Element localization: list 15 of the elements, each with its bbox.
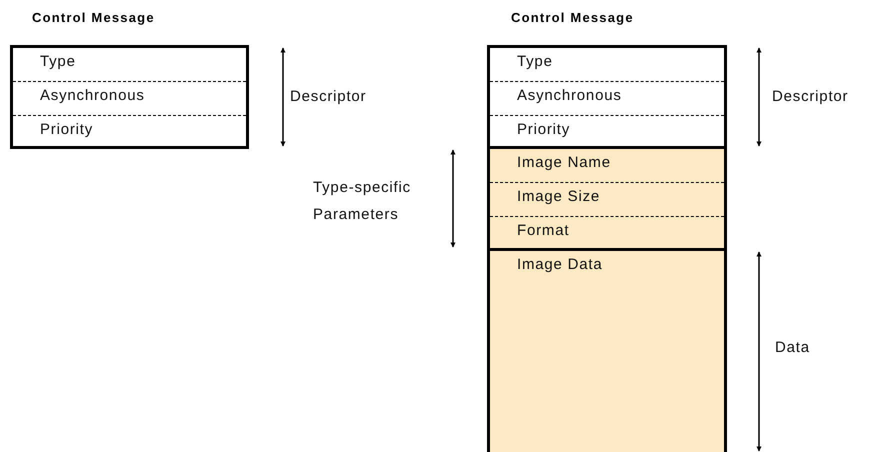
field-row: Asynchronous xyxy=(13,82,246,116)
field-row: Type xyxy=(13,48,246,82)
field-row: Priority xyxy=(13,116,246,146)
field-row: Image Data xyxy=(490,251,724,452)
field-row: Image Name xyxy=(490,149,724,183)
field-row: Type xyxy=(490,48,724,82)
section-label: Data xyxy=(775,338,810,358)
section-label: Descriptor xyxy=(772,87,848,107)
field-row: Asynchronous xyxy=(490,82,724,116)
message-heading: Control Message xyxy=(511,10,634,25)
field-row: Format xyxy=(490,217,724,251)
section-label: Descriptor xyxy=(290,87,366,107)
section-label: Type-specific Parameters xyxy=(313,178,412,225)
message-heading: Control Message xyxy=(32,10,155,25)
field-row: Image Size xyxy=(490,183,724,217)
